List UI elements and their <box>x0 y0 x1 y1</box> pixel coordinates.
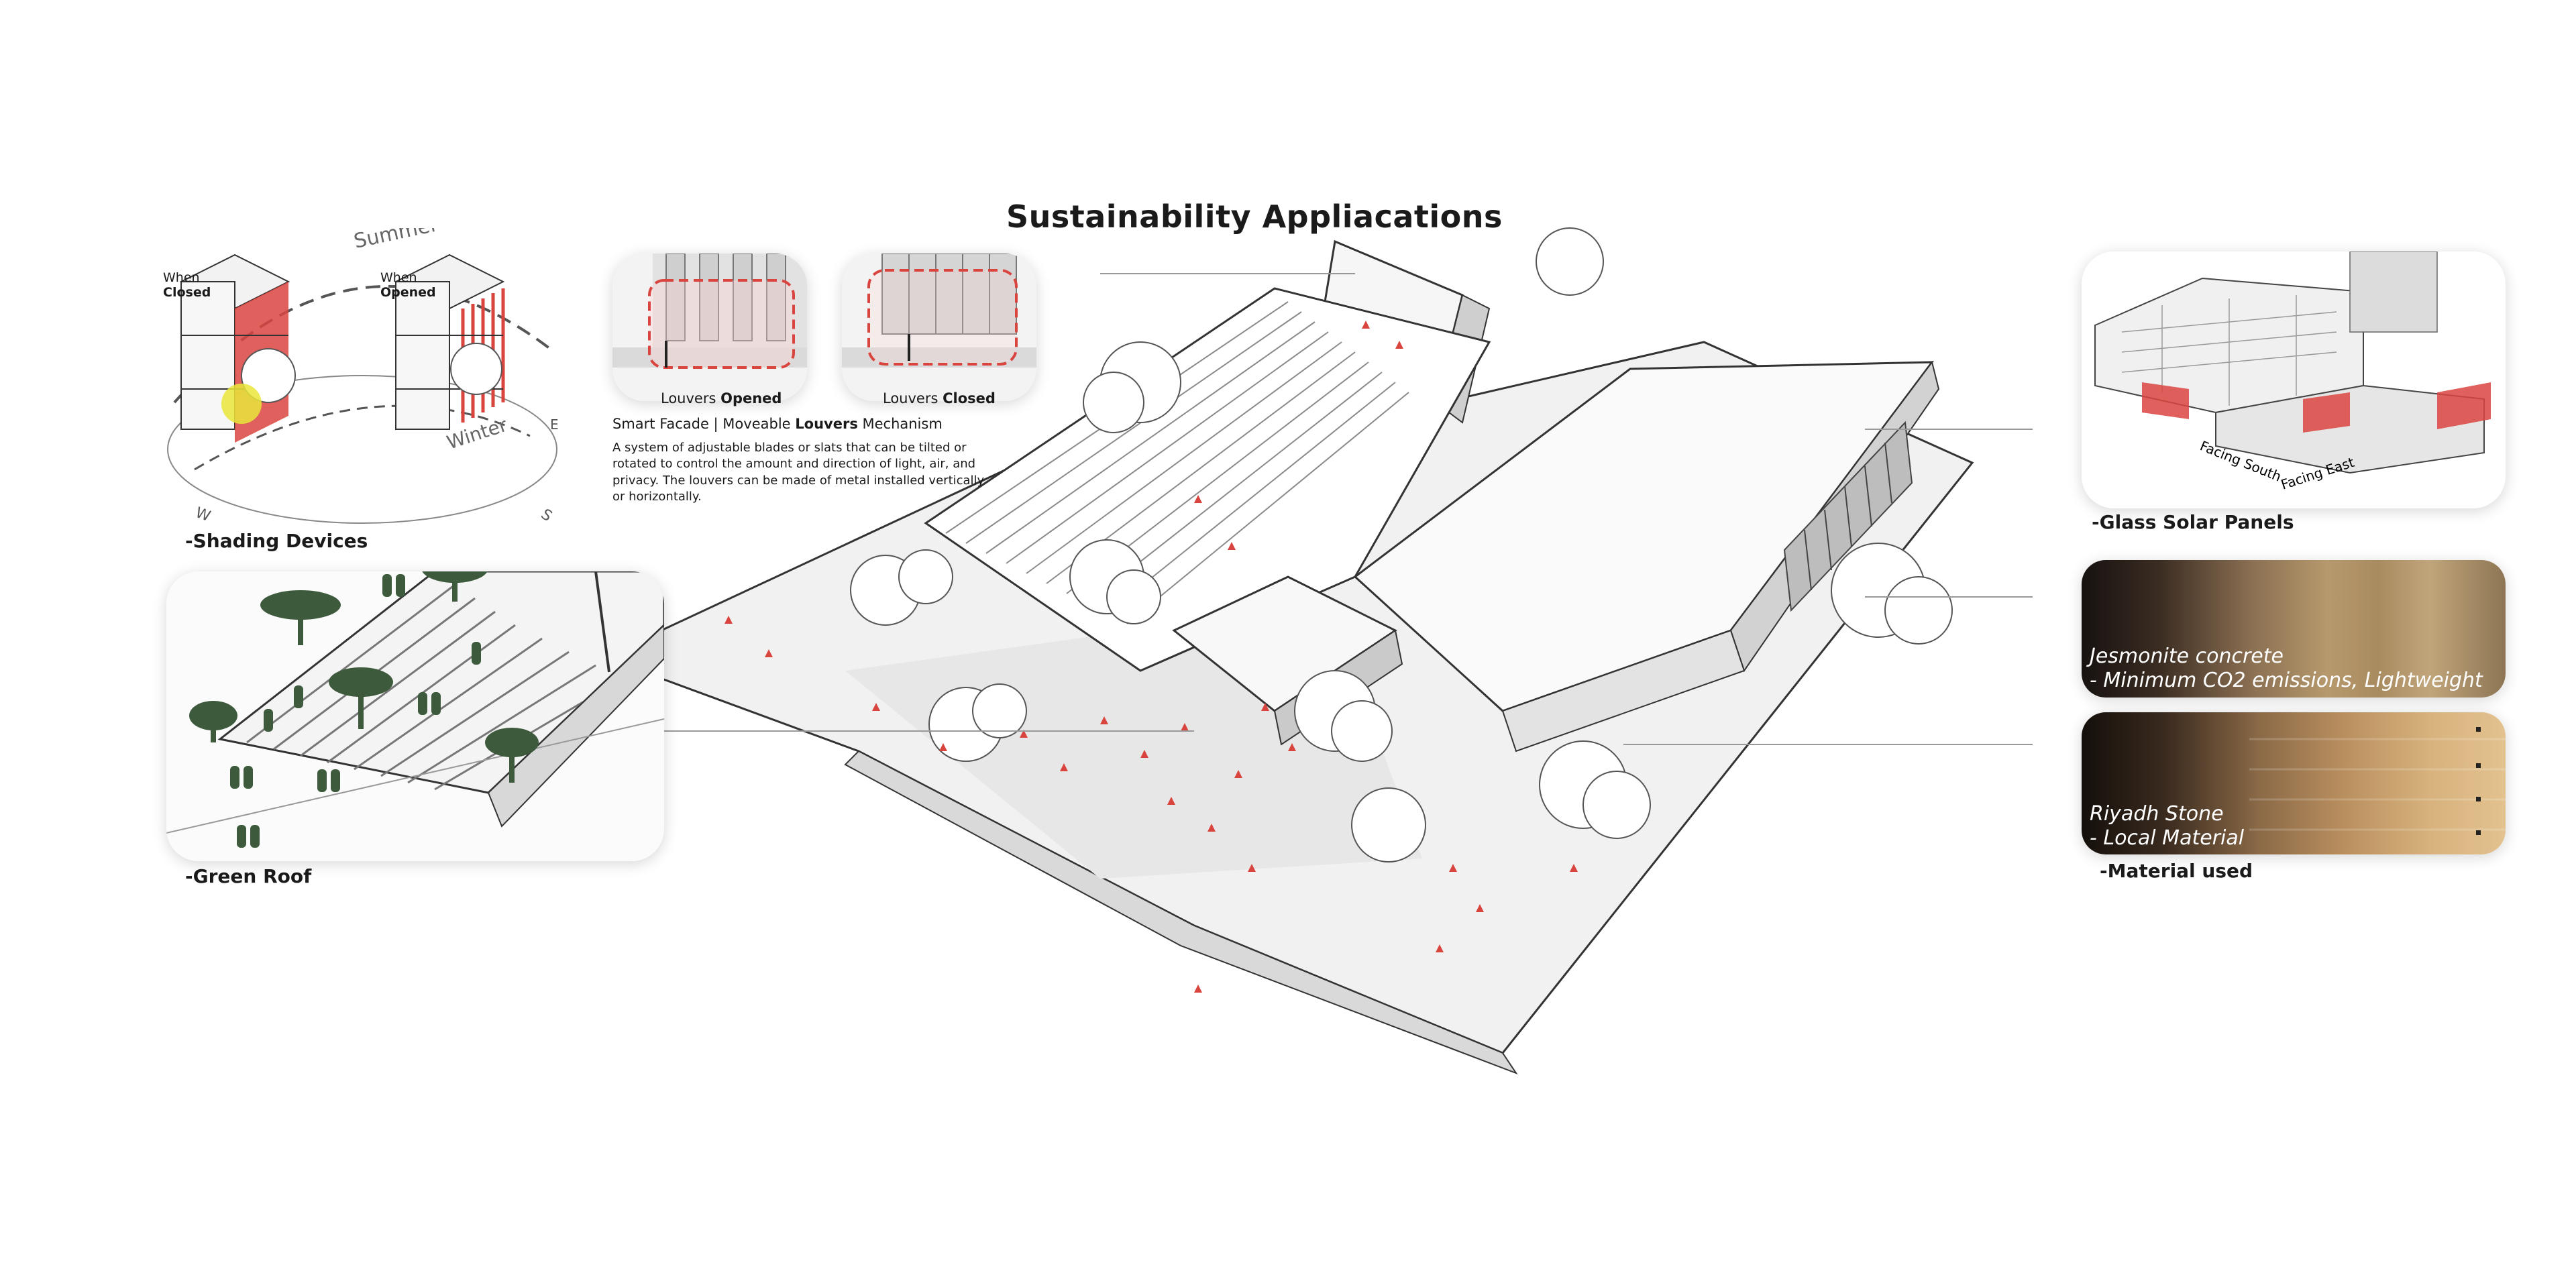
material-used-label: -Material used <box>2100 860 2253 882</box>
green-roof-label: -Green Roof <box>185 865 312 887</box>
jesmonite-line1: Jesmonite concrete <box>2090 645 2284 668</box>
sun-icon <box>221 384 262 424</box>
louvers-closed-prefix: Louvers <box>883 390 943 406</box>
louvers-heading-suffix: Mechanism <box>857 416 943 432</box>
riyadh-stone-swatch: Riyadh Stone - Local Material <box>2082 712 2506 854</box>
summer-label: Summer <box>352 228 440 254</box>
louvers-opened-prefix: Louvers <box>661 390 721 406</box>
building-axonometric <box>590 227 2033 1075</box>
louvers-opened-illustration <box>612 254 807 401</box>
louvers-closed-caption: Louvers Closed <box>883 390 996 406</box>
solar-panels-illustration: Facing South Facing East <box>2094 252 2491 493</box>
compass-w: W <box>193 504 213 525</box>
jesmonite-line2: - Minimum CO2 emissions, Lightweight <box>2090 669 2483 692</box>
stepped-roof <box>924 287 1491 672</box>
module-opened <box>394 254 505 430</box>
riyadh-line1: Riyadh Stone <box>2090 802 2224 826</box>
closed-state-text: Closed <box>163 284 211 300</box>
compass-s: S <box>538 506 555 524</box>
page-title: Sustainability Appliacations <box>1006 199 1503 235</box>
green-roof-people <box>230 574 481 848</box>
opened-caption: When Opened <box>380 270 436 300</box>
opened-state-text: Opened <box>380 284 436 300</box>
compass-e: E <box>550 416 559 433</box>
curtain-wall <box>1783 421 1913 612</box>
winter-label: Winter <box>444 414 510 454</box>
shading-devices-label: -Shading Devices <box>185 530 368 552</box>
louvers-opened-card <box>612 254 807 401</box>
sun-path-winter <box>194 404 531 471</box>
louvers-heading-prefix: Smart Facade | Moveable <box>612 416 796 432</box>
riyadh-line2: - Local Material <box>2090 826 2245 850</box>
solar-panel-red <box>2142 382 2491 433</box>
louvers-heading: Smart Facade | Moveable Louvers Mechanis… <box>612 416 943 432</box>
solar-panels-label: -Glass Solar Panels <box>2092 511 2294 533</box>
louvers-heading-bold: Louvers <box>795 416 858 432</box>
shading-devices-diagram: Summer Winter W S E <box>167 228 559 525</box>
solar-panels-card: Facing South Facing East <box>2082 252 2506 508</box>
louvers-description: A system of adjustable blades or slats t… <box>612 441 985 504</box>
jesmonite-swatch: Jesmonite concrete - Minimum CO2 emissio… <box>2082 560 2506 698</box>
louvers-closed-illustration <box>842 254 1036 401</box>
closed-caption: When Closed <box>163 270 211 300</box>
people-markers <box>724 321 1578 993</box>
green-roof-trees <box>189 571 539 783</box>
riyadh-stone-text: Riyadh Stone - Local Material <box>2090 802 2244 850</box>
louvers-opened-state: Opened <box>720 390 782 406</box>
closed-when-text: When <box>163 270 200 285</box>
trees <box>850 227 1953 863</box>
green-roof-illustration <box>166 571 664 848</box>
opened-when-text: When <box>380 270 417 285</box>
louvers-opened-caption: Louvers Opened <box>661 390 782 406</box>
jesmonite-text: Jesmonite concrete - Minimum CO2 emissio… <box>2090 645 2483 693</box>
riyadh-stone-texture <box>2249 727 2506 835</box>
louvers-closed-card <box>842 254 1036 401</box>
green-roof-card <box>166 571 664 861</box>
louvers-closed-state: Closed <box>943 390 996 406</box>
